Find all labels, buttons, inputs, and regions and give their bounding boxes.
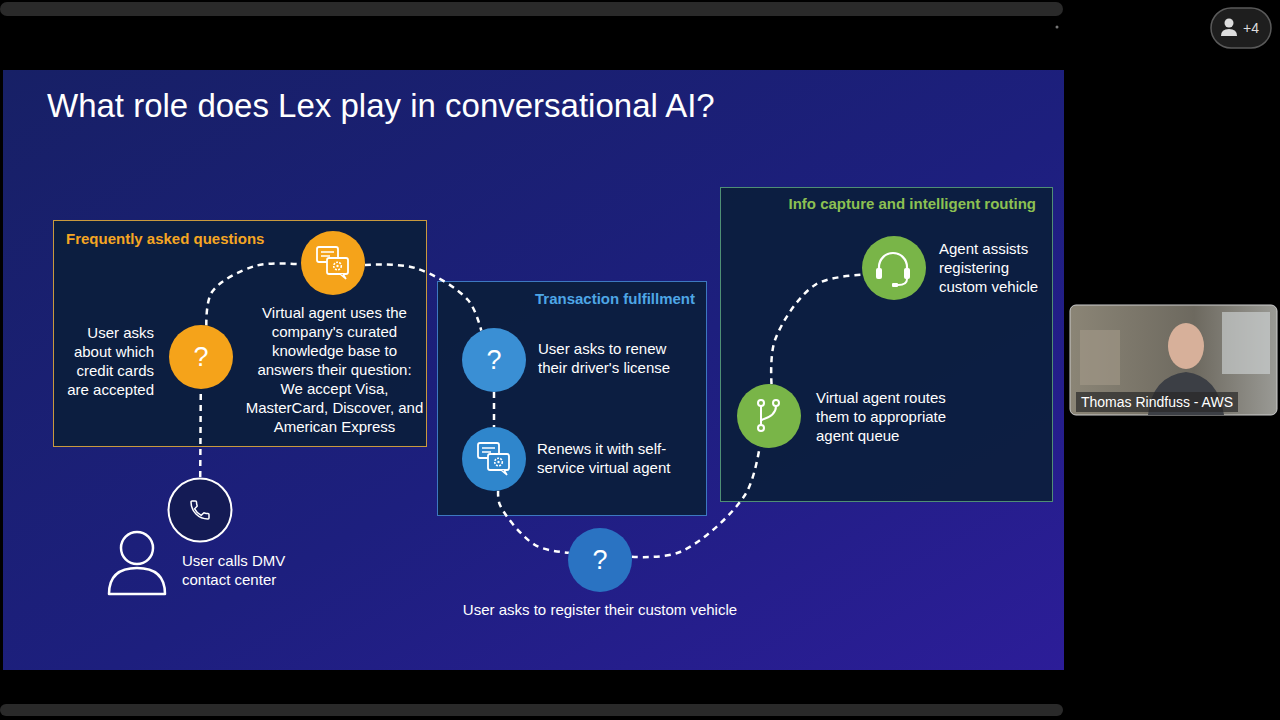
circle-shape (462, 427, 526, 491)
participant-icon (1225, 19, 1234, 28)
branch-node (758, 400, 764, 406)
dashed-connector (206, 263, 301, 325)
group-box: Transaction fulfillment?User asks to ren… (437, 281, 707, 516)
participants-pill (1211, 8, 1271, 48)
headset-mic (892, 283, 898, 287)
self-service-icon (478, 443, 509, 475)
group-box: Info capture and intelligent routingAgen… (720, 187, 1053, 502)
headset-ear (876, 268, 882, 279)
chat-bubble (478, 443, 499, 458)
circle-outline (862, 236, 926, 300)
step-caption: Virtual agent routes them to appropriate… (816, 388, 956, 445)
gear-icon (495, 458, 503, 466)
headset-mic (898, 279, 907, 285)
step-circle: Agent assists registering custom vehicle (862, 236, 926, 300)
circle-outline (737, 384, 801, 448)
webcam-window (1222, 312, 1270, 374)
dashed-connector (771, 275, 863, 384)
branch-line (760, 406, 762, 425)
chat-bubble (317, 247, 338, 262)
step-caption: User asks to register their custom vehic… (440, 600, 760, 619)
phone-icon (191, 501, 209, 519)
top-bar (0, 2, 1063, 16)
circle-shape (737, 384, 801, 448)
webcam-frame (1070, 305, 1277, 415)
step-circle: Renews it with self-service virtual agen… (462, 427, 526, 491)
chat-bubble (488, 454, 509, 470)
dashed-connector (199, 389, 202, 477)
chat-lines (482, 448, 495, 452)
circle-outline (169, 325, 233, 389)
question-mark: ? (568, 528, 632, 592)
webcam-person (1168, 323, 1204, 369)
routing-icon (758, 400, 779, 431)
circle-outline (301, 231, 365, 295)
step-caption: User calls DMV contact center (182, 551, 297, 589)
knowledge-icon (317, 247, 348, 279)
status-dot (1056, 26, 1059, 29)
question-mark: ? (169, 325, 233, 389)
circle-shape (862, 236, 926, 300)
chat-tail (340, 274, 346, 279)
circle-outline (169, 479, 232, 542)
circle-outline (568, 528, 632, 592)
step-circle: Virtual agent routes them to appropriate… (737, 384, 801, 448)
person-icon (121, 532, 153, 564)
participant-icon (1221, 29, 1237, 36)
phone-icon (191, 501, 209, 519)
circle-outline (462, 328, 526, 392)
circle-shape (301, 231, 365, 295)
chat-bubble (327, 258, 348, 274)
gear-icon (497, 461, 499, 463)
step-circle: ?User asks about which credit cards are … (169, 325, 233, 389)
branch-node (758, 425, 764, 431)
step-circle: ?User asks to register their custom vehi… (568, 528, 632, 592)
bottom-bar (0, 704, 1063, 716)
circle-outline (462, 427, 526, 491)
step-caption: User asks about which credit cards are a… (64, 323, 154, 399)
step-caption: Renews it with self-service virtual agen… (537, 439, 677, 477)
headset-band (879, 253, 907, 274)
webcam-wall (1080, 330, 1120, 385)
step-caption: User asks to renew their driver's licens… (538, 339, 678, 377)
step-circle: ?User asks to renew their driver's licen… (462, 328, 526, 392)
presenter-name: Thomas Rindfuss - AWS (1076, 392, 1238, 412)
group-box: Frequently asked questions?User asks abo… (53, 220, 427, 447)
question-mark: ? (462, 328, 526, 392)
participant-count: +4 (1243, 19, 1259, 37)
dashed-connector (632, 447, 760, 558)
dashed-connector (365, 265, 481, 331)
dashed-connector (498, 491, 569, 553)
gear-icon (336, 265, 338, 267)
step-circle: User calls DMV contact center (167, 477, 233, 543)
chat-tail (501, 470, 507, 475)
gear-icon (334, 262, 342, 270)
chat-lines (321, 252, 334, 256)
dashed-connector (493, 392, 496, 427)
box-heading: Transaction fulfillment (451, 289, 695, 308)
slide-title: What role does Lex play in conversationa… (47, 86, 715, 126)
box-heading: Info capture and intelligent routing (739, 194, 1036, 213)
person-icon (109, 568, 165, 594)
step-caption: Agent assists registering custom vehicle (939, 239, 1047, 296)
circle-shape (167, 477, 233, 543)
step-caption: Virtual agent uses the company's curated… (245, 303, 424, 436)
branch-node (773, 400, 779, 406)
branch-line (761, 406, 776, 420)
headset-ear (904, 268, 910, 279)
slide-background (3, 70, 1064, 670)
step-circle: Virtual agent uses the company's curated… (301, 231, 365, 295)
headset-icon (876, 253, 910, 287)
